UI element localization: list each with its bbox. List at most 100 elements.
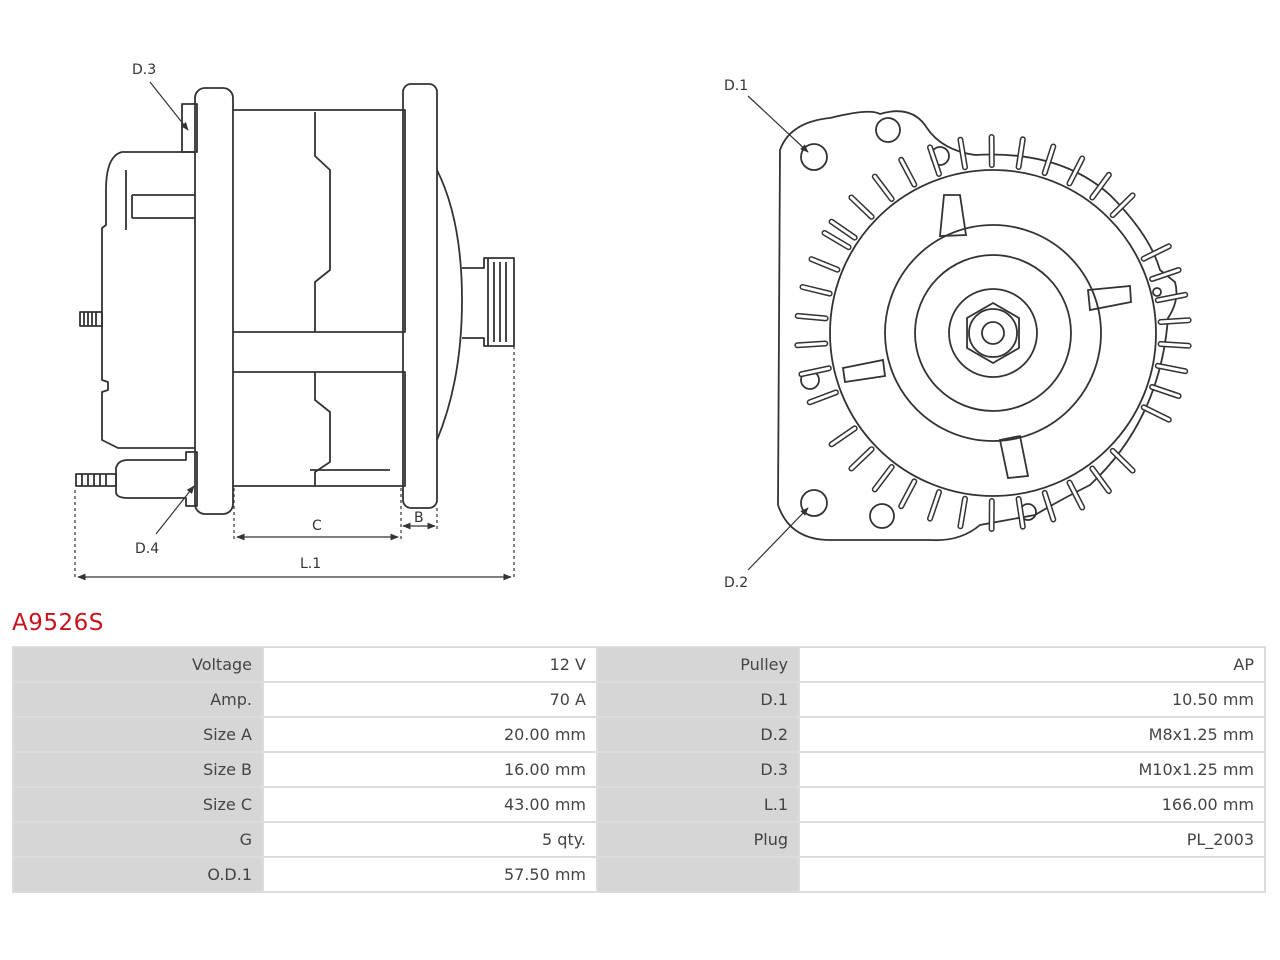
- vent-slot-inner: [830, 220, 857, 240]
- spec-value: AP: [800, 648, 1264, 681]
- side-view: [75, 83, 515, 515]
- vent-slot-inner: [899, 479, 916, 508]
- vent-slot-inner: [1150, 385, 1181, 398]
- vent-slot-inner: [1150, 268, 1181, 281]
- spec-label: L.1: [598, 788, 798, 821]
- spec-value: 57.50 mm: [264, 858, 596, 891]
- vent-slot-inner: [830, 426, 857, 446]
- spec-value: 5 qty.: [264, 823, 596, 856]
- spec-value: PL_2003: [800, 823, 1264, 856]
- label-d3: D.3: [132, 62, 156, 78]
- label-d4: D.4: [135, 541, 159, 557]
- front-view: [777, 110, 1178, 542]
- vent-slot-inner: [823, 231, 851, 249]
- pulley: [462, 257, 515, 347]
- spec-value: 43.00 mm: [264, 788, 596, 821]
- spec-value: 10.50 mm: [800, 683, 1264, 716]
- alternator-technical-drawing: D.3 D.4 C B L.1 D.1 D.2: [74, 62, 1192, 591]
- spec-value: M10x1.25 mm: [800, 753, 1264, 786]
- vent-slot-inner: [958, 138, 967, 169]
- spec-value: [800, 858, 1264, 891]
- spec-label: Voltage: [14, 648, 262, 681]
- vent-slot-inner: [1090, 173, 1111, 199]
- vent-slot-inner: [1156, 364, 1187, 373]
- spec-value: M8x1.25 mm: [800, 718, 1264, 751]
- stator-upper: [233, 109, 406, 333]
- vent-slot-inner: [958, 497, 967, 528]
- rotor-outer: [829, 169, 1157, 497]
- d1-leader: [747, 95, 809, 153]
- front-housing: [436, 169, 463, 441]
- spec-label: D.3: [598, 753, 798, 786]
- label-c: C: [312, 518, 322, 534]
- vent-slot-inner: [928, 490, 941, 521]
- vent-slot-inner: [899, 158, 916, 187]
- vent-slot-inner: [1111, 193, 1135, 217]
- stud-terminal: [79, 311, 103, 327]
- vent-slot-inner: [1017, 497, 1025, 529]
- spec-label: Size A: [14, 718, 262, 751]
- plug-terminal: [115, 451, 198, 507]
- vent-slot-inner: [1111, 449, 1135, 473]
- vent-slot-inner: [1068, 481, 1084, 509]
- rear-cover: [101, 151, 195, 449]
- spec-label: Pulley: [598, 648, 798, 681]
- d3-leader: [149, 81, 189, 131]
- vent-slot-inner: [1043, 491, 1055, 521]
- spec-value: 20.00 mm: [264, 718, 596, 751]
- stator-lower: [233, 371, 406, 487]
- spec-value: 16.00 mm: [264, 753, 596, 786]
- vent-slot-inner: [1017, 137, 1025, 169]
- vent-slot-inner: [1159, 342, 1191, 348]
- vent-slot-inner: [810, 257, 839, 272]
- spec-label: Size B: [14, 753, 262, 786]
- label-d1: D.1: [724, 78, 748, 94]
- spec-label: Amp.: [14, 683, 262, 716]
- vent-slot-inner: [1142, 405, 1171, 422]
- vent-slot-inner: [928, 145, 941, 176]
- spec-label: O.D.1: [14, 858, 262, 891]
- spec-label: G: [14, 823, 262, 856]
- vent-slot-inner: [1090, 467, 1111, 493]
- ventilation-slots: [794, 134, 1192, 532]
- d2-leader: [747, 507, 809, 571]
- vent-slot-inner: [1142, 244, 1171, 261]
- vent-slot-inner: [849, 447, 874, 470]
- d4-leader: [155, 485, 195, 535]
- front-flange: [402, 83, 438, 509]
- vent-slot-inner: [1156, 293, 1187, 302]
- vent-slot-inner: [849, 196, 874, 219]
- front-dimensions: [747, 95, 809, 571]
- front-housing-outline: [777, 110, 1178, 542]
- part-number-title: A9526S: [12, 610, 104, 636]
- spec-value: 12 V: [264, 648, 596, 681]
- vent-slot-inner: [799, 366, 831, 376]
- vent-slot-inner: [1068, 157, 1084, 185]
- vent-slot-inner: [873, 175, 894, 201]
- vent-slot-inner: [795, 342, 827, 347]
- spec-value: 70 A: [264, 683, 596, 716]
- spec-label: D.2: [598, 718, 798, 751]
- label-d2: D.2: [724, 575, 748, 591]
- vent-slot-inner: [796, 314, 828, 320]
- spec-label: Plug: [598, 823, 798, 856]
- side-dimensions: [74, 81, 515, 581]
- spec-label: D.1: [598, 683, 798, 716]
- spec-value: 166.00 mm: [800, 788, 1264, 821]
- vent-slot-inner: [801, 285, 832, 296]
- vent-slot-inner: [808, 390, 838, 404]
- vent-slot-inner: [1159, 318, 1191, 324]
- label-l1: L.1: [300, 556, 321, 572]
- shaft-nut: [966, 301, 1020, 365]
- vent-slot-inner: [873, 465, 894, 491]
- spec-label: [598, 858, 798, 891]
- spec-label: Size C: [14, 788, 262, 821]
